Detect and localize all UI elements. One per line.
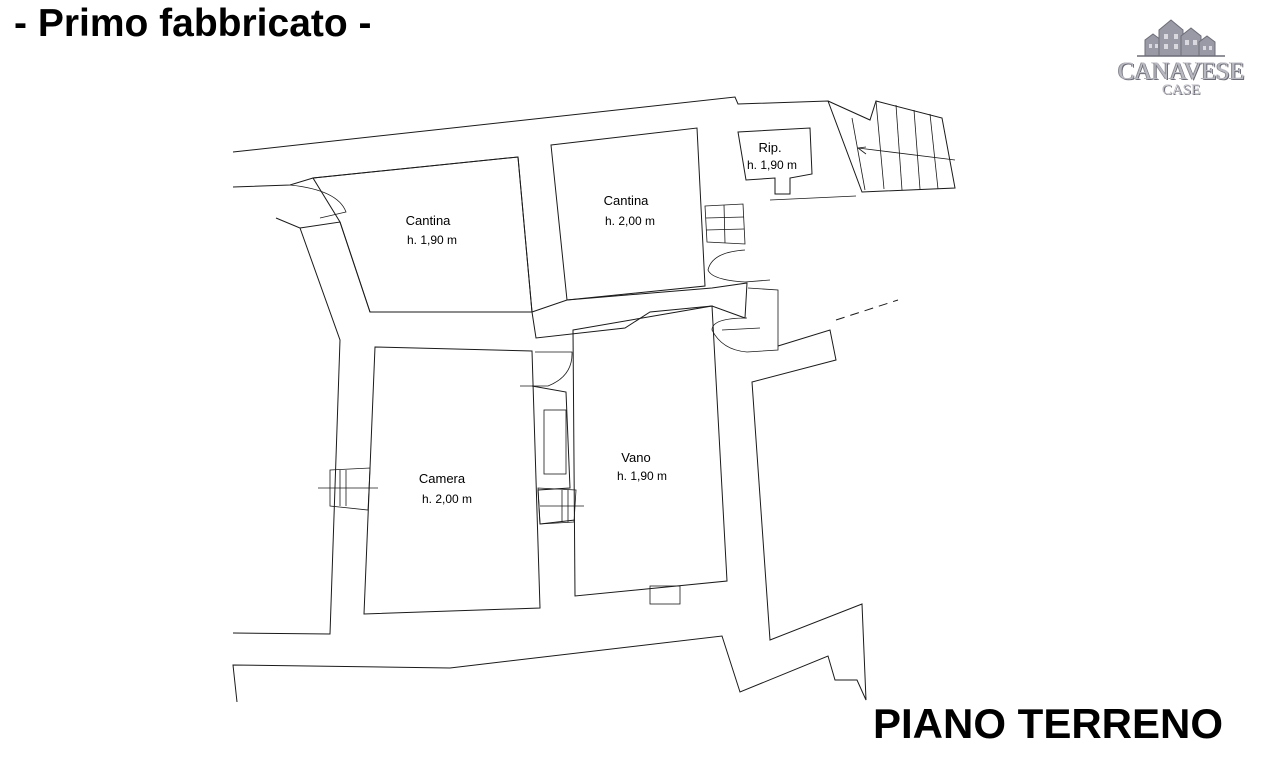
room-height-cantina-1: h. 1,90 m (406, 233, 458, 247)
window-middle (537, 487, 584, 525)
wall-top-outer (232, 96, 956, 193)
door-swing-3 (711, 287, 779, 353)
room-name-cantina-2: Cantina (603, 193, 649, 208)
room-height-vano: h. 1,90 m (616, 469, 668, 483)
room-outline-vano (572, 305, 728, 597)
room-name-cantina-1: Cantina (405, 213, 451, 228)
floor-label: PIANO TERRENO (873, 700, 1224, 747)
door-swing-4 (520, 351, 573, 387)
room-outline-ripostiglio (737, 127, 813, 195)
door-line-3 (721, 327, 761, 331)
room-outline-cantina-2 (550, 127, 706, 301)
wall-right-outer (232, 329, 867, 703)
room-name-ripostiglio: Rip. (758, 140, 782, 155)
logo-subtitle: CASE (1161, 82, 1201, 98)
wall-recess (543, 409, 567, 475)
rip-threshold (769, 195, 857, 201)
room-height-cantina-2: h. 2,00 m (604, 214, 656, 228)
room-name-vano: Vano (621, 450, 651, 465)
room-name-camera: Camera (418, 471, 466, 486)
houses-icon (1137, 19, 1225, 57)
wall-projection (835, 299, 899, 321)
stair-treads (851, 100, 956, 191)
room-height-camera: h. 2,00 m (421, 492, 473, 506)
window-left (318, 467, 378, 511)
wall-central (531, 282, 748, 339)
room-height-ripostiglio: h. 1,90 m (746, 158, 798, 172)
room-outline-camera (363, 346, 541, 615)
door-swing-1 (289, 184, 347, 219)
vano-niche (649, 585, 681, 605)
room-outline-cantina-1 (312, 156, 533, 313)
company-logo: CANAVESE CASE (1103, 14, 1259, 100)
page-title: - Primo fabbricato - (14, 2, 372, 45)
wall-top-inner (232, 156, 533, 313)
stair-small (704, 203, 746, 245)
stair-arrow (856, 146, 867, 155)
door-swing-2 (707, 249, 771, 283)
wall-left-entrance (232, 217, 341, 635)
logo-name: CANAVESE (1117, 58, 1245, 85)
